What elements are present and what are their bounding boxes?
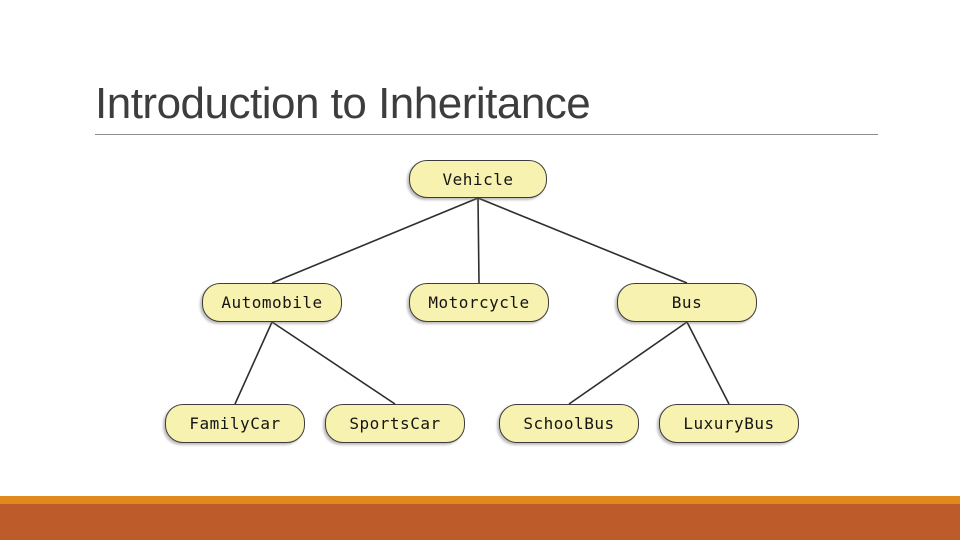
connector-vehicle-bus [477, 197, 688, 284]
node-familycar: FamilyCar [165, 404, 305, 443]
connector-bus-luxurybus [686, 321, 730, 405]
node-automobile: Automobile [202, 283, 342, 322]
node-luxurybus: LuxuryBus [659, 404, 799, 443]
node-motorcycle: Motorcycle [409, 283, 549, 322]
title-underline [95, 134, 878, 135]
connector-bus-schoolbus [568, 321, 688, 405]
node-sportscar: SportsCar [325, 404, 465, 443]
connector-vehicle-automobile [271, 197, 479, 284]
slide-title: Introduction to Inheritance [95, 79, 591, 128]
connector-automobile-sportscar [271, 321, 396, 405]
node-schoolbus: SchoolBus [499, 404, 639, 443]
connector-automobile-familycar [234, 321, 273, 405]
footer-bar [0, 504, 960, 540]
connector-vehicle-motorcycle [477, 197, 480, 284]
footer-accent-stripe [0, 496, 960, 504]
node-bus: Bus [617, 283, 757, 322]
node-vehicle: Vehicle [409, 160, 547, 198]
